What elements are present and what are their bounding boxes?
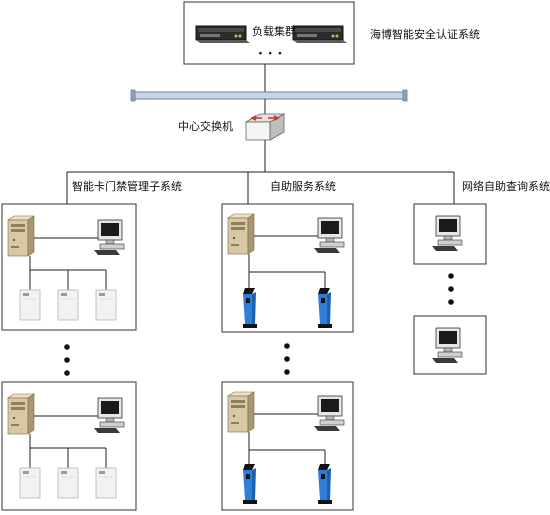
- ellipsis-dot: [448, 273, 454, 279]
- tower-server-icon: [227, 391, 255, 433]
- kiosk-icon: [243, 464, 257, 504]
- door-controller-icon: [57, 467, 79, 499]
- ellipsis-dot: [64, 370, 70, 376]
- switch-label: 中心交换机: [178, 119, 233, 133]
- ellipsis-dot: [64, 344, 70, 350]
- tower-server-icon: [227, 213, 255, 255]
- kiosk-icon: [243, 288, 257, 328]
- branch-label-query: 网络自助查询系统: [462, 179, 550, 193]
- kiosk-icon: [318, 288, 332, 328]
- backbone-bar: [133, 91, 405, 100]
- door-controller-icon: [95, 467, 117, 499]
- network-switch-icon: [245, 113, 285, 141]
- ellipsis-dot: [448, 299, 454, 305]
- rack-server-icon: [195, 25, 251, 44]
- branch-label-self-service: 自助服务系统: [270, 179, 336, 193]
- cluster-ellipsis: · · ·: [258, 46, 282, 62]
- door-controller-icon: [19, 467, 41, 499]
- ellipsis-dot: [284, 356, 290, 362]
- door-controller-icon: [19, 289, 41, 321]
- kiosk-icon: [318, 464, 332, 504]
- backbone-cap-right: [402, 89, 408, 102]
- tower-server-icon: [7, 215, 35, 257]
- rack-server-icon: [292, 25, 348, 44]
- door-controller-icon: [57, 289, 79, 321]
- tower-server-icon: [7, 393, 35, 435]
- backbone-cap-left: [130, 89, 136, 102]
- auth-system-label: 海博智能安全认证系统: [370, 27, 480, 41]
- ellipsis-dot: [284, 369, 290, 375]
- cluster-label: 负载集群: [252, 24, 296, 38]
- ellipsis-dot: [64, 357, 70, 363]
- ellipsis-dot: [448, 286, 454, 292]
- ellipsis-dot: [284, 343, 290, 349]
- branch-label-access: 智能卡门禁管理子系统: [72, 179, 182, 193]
- door-controller-icon: [95, 289, 117, 321]
